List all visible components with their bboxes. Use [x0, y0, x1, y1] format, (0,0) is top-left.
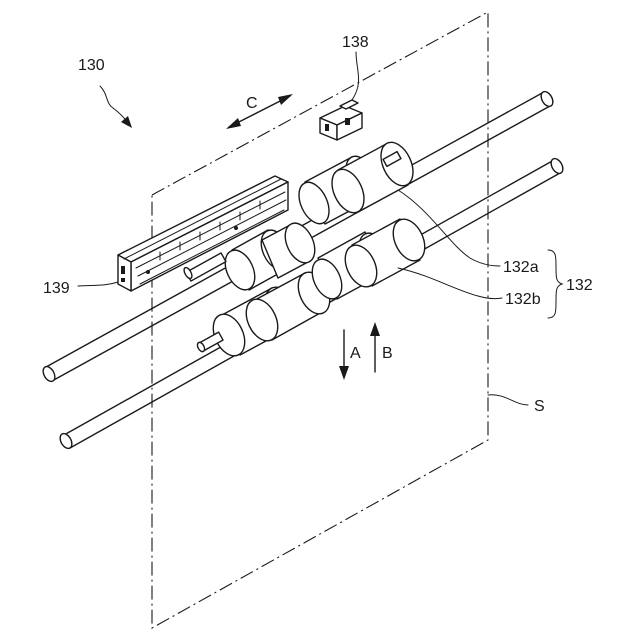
leader-s [488, 395, 528, 405]
label-139: 139 [43, 280, 70, 297]
roller-132b-pair [306, 214, 431, 303]
assembly-pointer-arrow [100, 86, 132, 128]
direction-a-arrow [339, 330, 349, 380]
upper-shaft-assembly [41, 90, 556, 384]
label-138: 138 [342, 34, 369, 51]
roller-132a-pair [293, 137, 419, 228]
label-a: A [350, 345, 361, 362]
label-132: 132 [566, 277, 593, 294]
sheet-plane [152, 12, 488, 628]
direction-b-arrow [370, 322, 380, 372]
label-c: C [246, 95, 258, 112]
sensor-138 [320, 100, 362, 140]
label-130: 130 [78, 57, 105, 74]
leader-139 [78, 282, 118, 286]
label-b: B [382, 345, 393, 362]
leader-138 [352, 52, 359, 100]
label-132a: 132a [503, 259, 539, 276]
label-s: S [534, 398, 545, 415]
leader-132b [398, 268, 502, 299]
brace-132 [548, 250, 562, 318]
label-132b: 132b [505, 291, 541, 308]
